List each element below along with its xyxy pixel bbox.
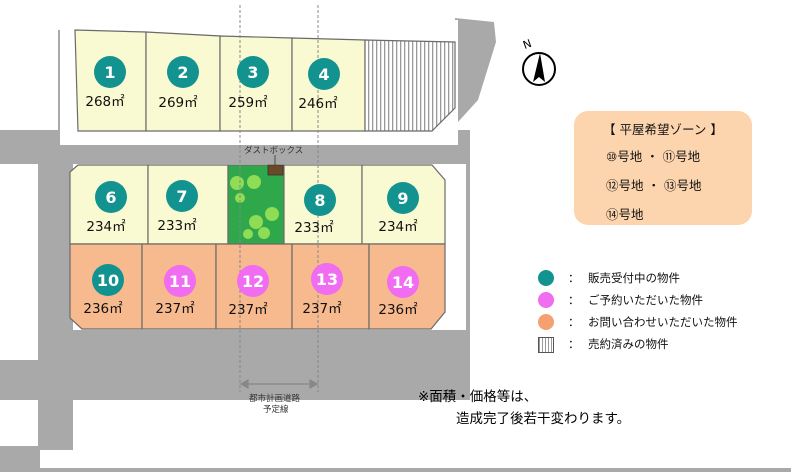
- lot-14-area: 236㎡: [378, 302, 418, 318]
- lot-10-area: 236㎡: [83, 301, 123, 317]
- legend-label-available: 販売受付中の物件: [588, 271, 680, 285]
- lot-4-area: 246㎡: [298, 96, 338, 112]
- lot-3-area: 259㎡: [228, 95, 268, 111]
- single-story-zone-box: 【 平屋希望ゾーン 】 ⑩号地 ・ ⑪号地 ⑫号地 ・ ⑬号地 ⑭号地: [574, 111, 752, 225]
- lot-11-area: 237㎡: [155, 301, 195, 317]
- lot-2-number: 2: [177, 63, 188, 82]
- planned-road-arrow: [239, 378, 319, 390]
- zone-title: 【 平屋希望ゾーン 】: [603, 122, 723, 137]
- lot-3-badge[interactable]: [237, 56, 269, 88]
- lot-4-number: 4: [318, 65, 329, 84]
- dust-box-label: ダストボックス: [244, 145, 303, 156]
- lot-13-badge[interactable]: [311, 263, 343, 295]
- lot-12-area: 237㎡: [228, 302, 268, 318]
- lot-1-badge[interactable]: [94, 56, 126, 88]
- lot-2-badge[interactable]: [167, 56, 199, 88]
- lot-1-area: 268㎡: [85, 94, 125, 110]
- note-line-2: 造成完了後若干変わります。: [456, 411, 631, 427]
- orange-circle-icon: [538, 314, 554, 330]
- lot-9-badge[interactable]: [387, 182, 419, 214]
- lot-14-badge[interactable]: [387, 266, 419, 298]
- lot-2-area: 269㎡: [158, 95, 198, 111]
- compass-label: N: [521, 37, 533, 52]
- lot-9-area: 234㎡: [378, 219, 418, 235]
- legend-label-inquiry: お問い合わせいただいた物件: [588, 315, 738, 329]
- lot-10-number: 10: [97, 271, 119, 290]
- legend-label-sold: 売約済みの物件: [588, 337, 669, 351]
- legend-label-reserved: ご予約いただいた物件: [588, 293, 703, 307]
- dust-box: [267, 164, 284, 176]
- legend-colon: ：: [568, 271, 580, 285]
- legend-colon: ：: [568, 315, 580, 329]
- zone-line-1: ⑩号地 ・ ⑪号地: [606, 149, 701, 164]
- lot-13-number: 13: [316, 270, 338, 289]
- teal-circle-icon: [538, 270, 554, 286]
- lot-8-badge[interactable]: [304, 184, 336, 216]
- lot-13-area: 237㎡: [302, 301, 342, 317]
- lot-7-area: 233㎡: [157, 218, 197, 234]
- lot-11-number: 11: [169, 272, 191, 291]
- lot-7-badge[interactable]: [166, 180, 198, 212]
- lot-sold[interactable]: [364, 39, 456, 132]
- lot-14-number: 14: [392, 273, 414, 292]
- planned-road-label-2: 予定線: [263, 404, 289, 415]
- lot-9-number: 9: [397, 189, 408, 208]
- planned-road-label-1: 都市計画道路: [249, 393, 301, 404]
- zone-line-2: ⑫号地 ・ ⑬号地: [606, 178, 702, 193]
- lot-6-number: 6: [105, 188, 116, 207]
- lot-1-number: 1: [104, 63, 115, 82]
- lot-8-area: 233㎡: [294, 220, 334, 236]
- lot-labels: 1 268㎡ 2 269㎡ 3 259㎡ 4 246㎡ 6 234㎡ 7 233㎡ 8 233㎡ 9 234㎡…: [83, 56, 419, 318]
- zone-line-3: ⑭号地: [606, 207, 644, 222]
- note-line-1: ※面積・価格等は、: [418, 389, 538, 405]
- legend-colon: ：: [568, 337, 580, 351]
- lot-6-area: 234㎡: [86, 219, 126, 235]
- north-compass-icon: N: [521, 37, 556, 86]
- lot-7-number: 7: [176, 187, 187, 206]
- planned-road-lines: [239, 5, 319, 392]
- pink-circle-icon: [538, 292, 554, 308]
- lot-11-badge[interactable]: [164, 265, 196, 297]
- lot-10-badge[interactable]: [92, 264, 124, 296]
- park-trees: [230, 175, 279, 239]
- lot-8-number: 8: [314, 191, 325, 210]
- hatched-square-icon: [538, 337, 554, 353]
- lot-3-number: 3: [247, 63, 258, 82]
- lot-6-badge[interactable]: [95, 181, 127, 213]
- lot-4-badge[interactable]: [308, 58, 340, 90]
- note: ※面積・価格等は、 造成完了後若干変わります。: [418, 386, 630, 430]
- lot-12-number: 12: [242, 272, 264, 291]
- lot-12-badge[interactable]: [237, 265, 269, 297]
- legend-colon: ：: [568, 293, 580, 307]
